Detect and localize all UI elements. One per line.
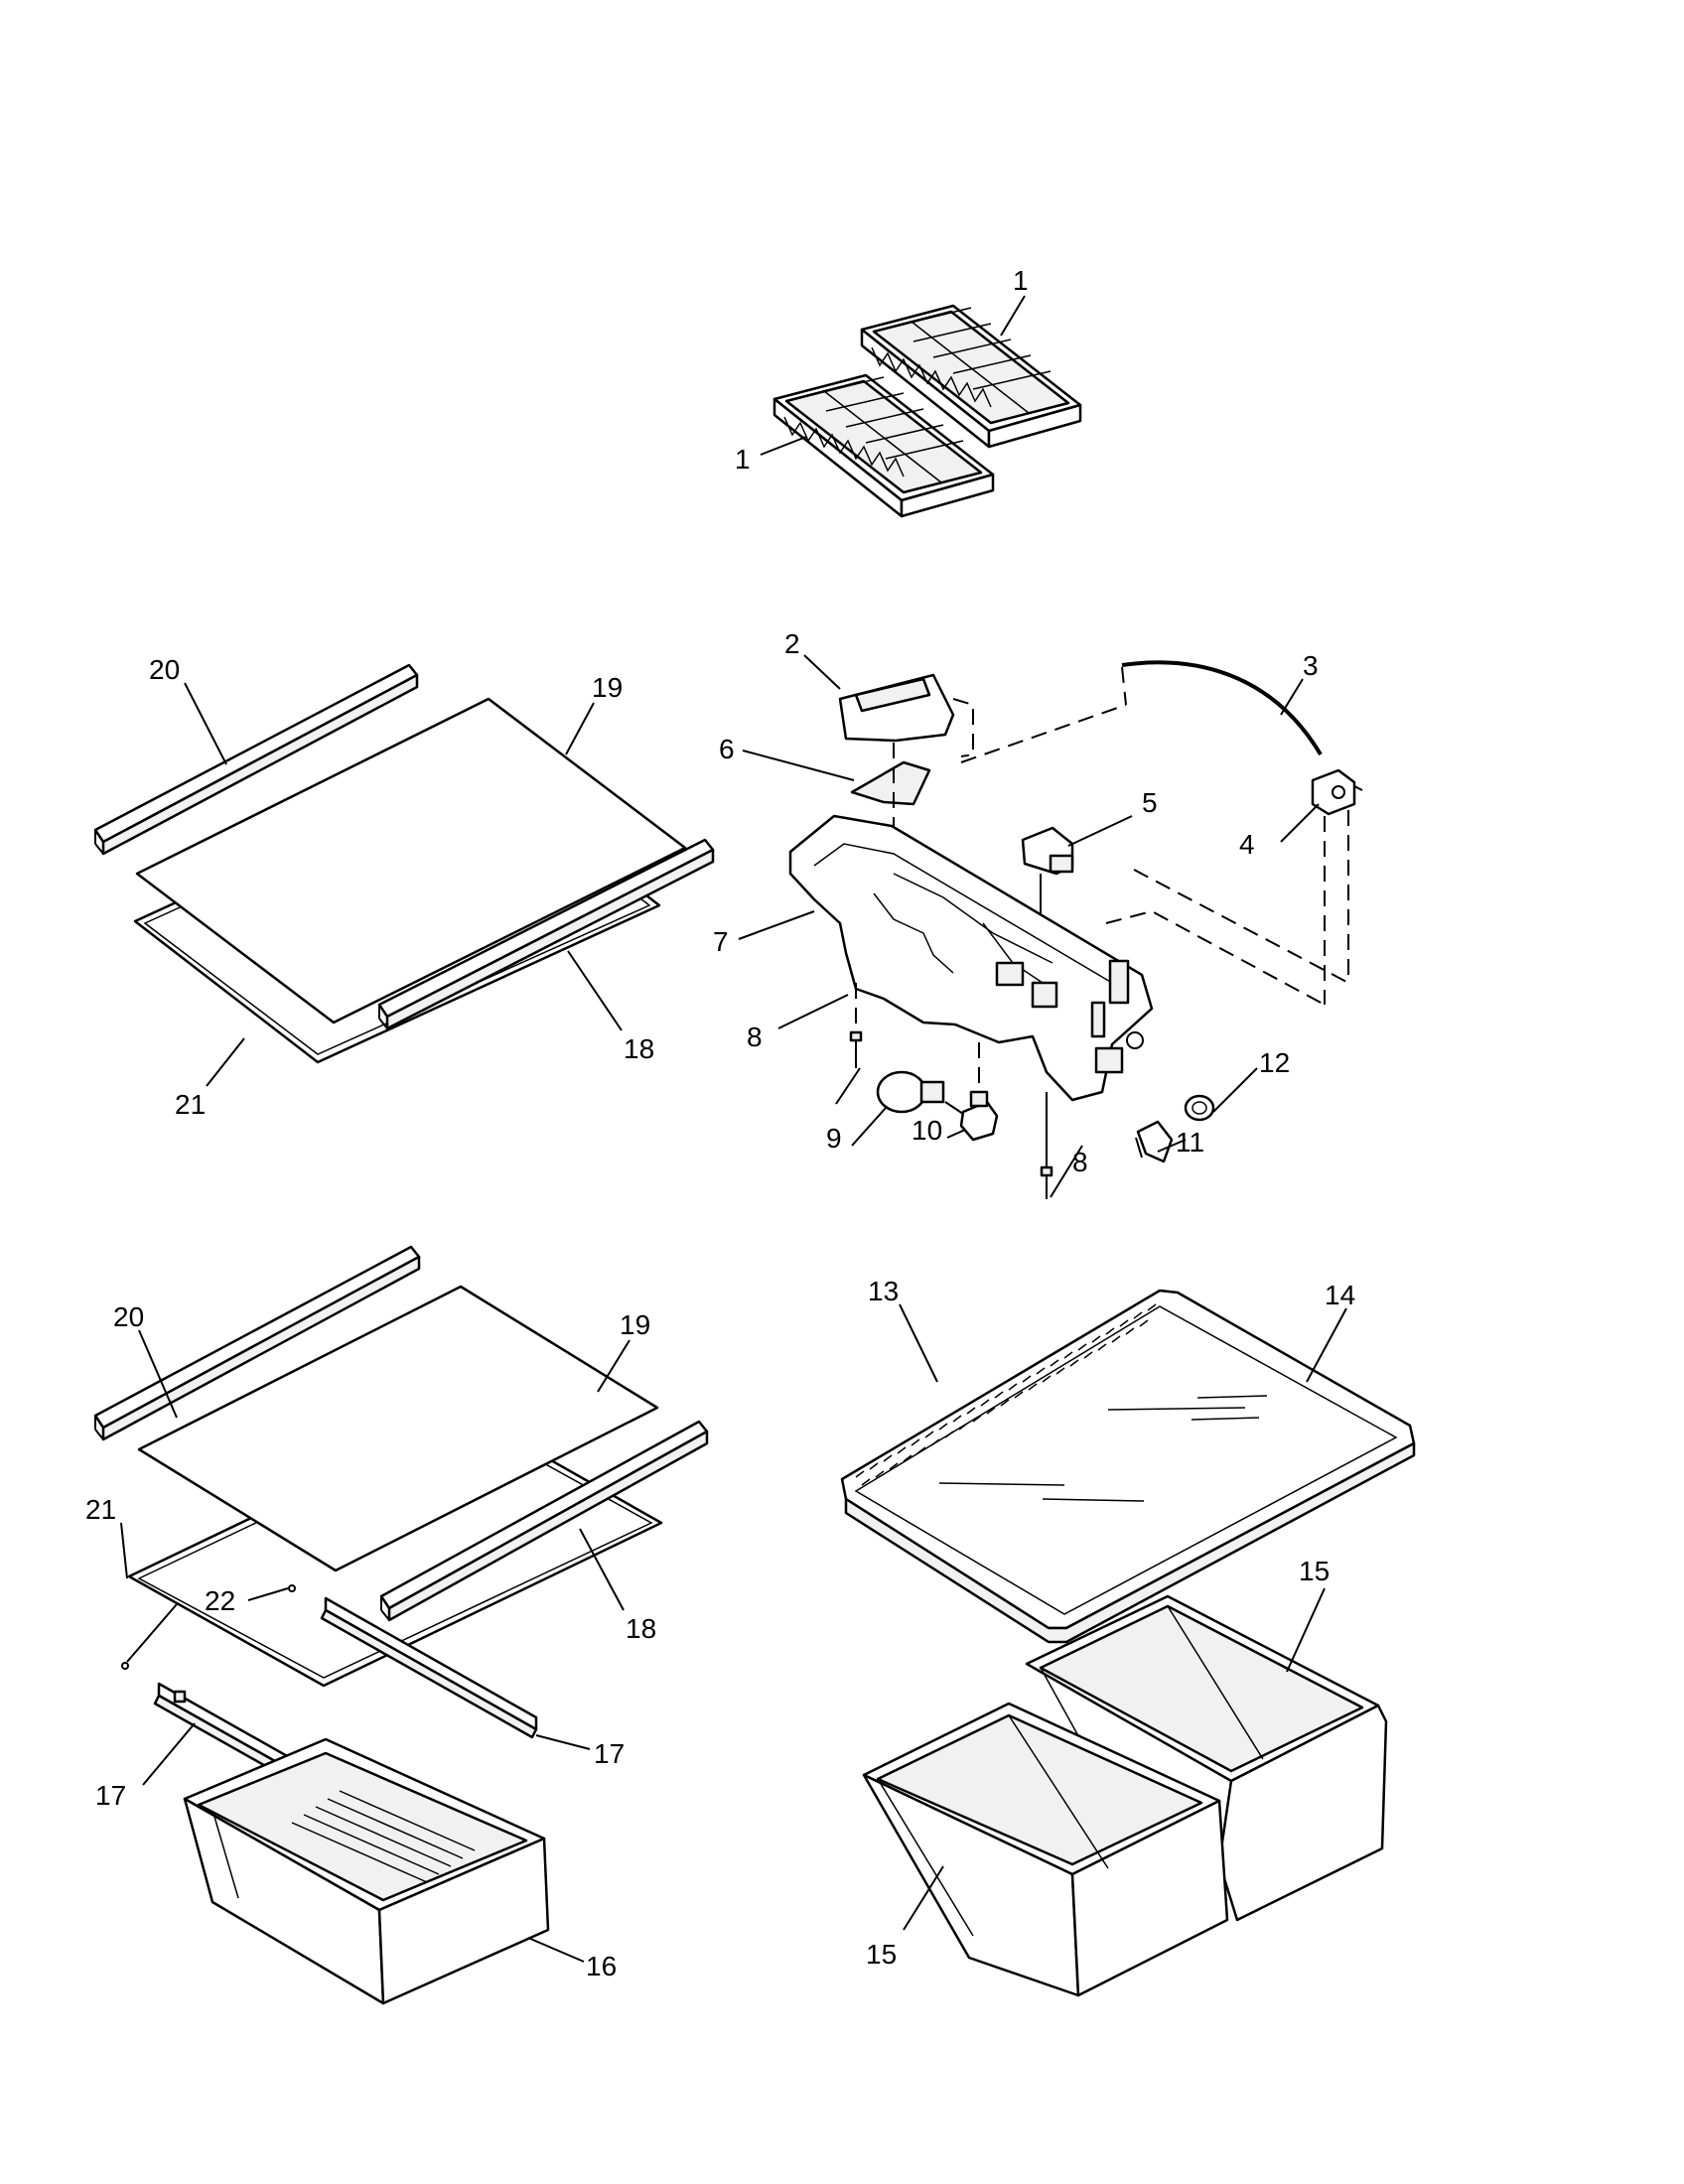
lower-shelf-assembly bbox=[93, 1245, 709, 2005]
label-switch: 4 bbox=[1239, 829, 1255, 860]
label-ice-tray-lower: 1 bbox=[735, 444, 751, 475]
label-shield: 6 bbox=[719, 734, 735, 764]
label-ice-tray-upper: 1 bbox=[1013, 265, 1029, 296]
label-wire-harness: 3 bbox=[1303, 650, 1319, 681]
label-damper: 11 bbox=[1176, 1127, 1204, 1158]
label-light-housing: 2 bbox=[784, 628, 800, 659]
label-pan-screw: 22 bbox=[205, 1585, 235, 1616]
label-shelf-frame-lower: 21 bbox=[85, 1494, 116, 1525]
label-trim-rear-lower: 20 bbox=[113, 1301, 144, 1332]
label-glass-shelf-upper: 19 bbox=[592, 672, 623, 703]
label-slide-right: 17 bbox=[594, 1738, 625, 1769]
label-slide-left: 17 bbox=[95, 1780, 126, 1811]
label-crisper-drawer-front: 15 bbox=[866, 1939, 897, 1970]
label-crisper-cover-frame: 13 bbox=[868, 1276, 899, 1306]
label-trim-rear-upper: 20 bbox=[149, 654, 180, 685]
label-meat-pan: 16 bbox=[586, 1951, 617, 1981]
label-glass-shelf-lower: 19 bbox=[620, 1309, 650, 1340]
label-crisper-drawer-rear: 15 bbox=[1299, 1556, 1330, 1586]
label-knob: 12 bbox=[1259, 1047, 1290, 1078]
label-bulb: 9 bbox=[826, 1123, 842, 1154]
control-assembly bbox=[788, 660, 1363, 1199]
label-control-housing: 7 bbox=[713, 926, 729, 957]
ice-tray-lower bbox=[772, 373, 995, 518]
label-shelf-frame-upper: 21 bbox=[175, 1089, 206, 1120]
upper-shelf-assembly bbox=[93, 663, 715, 1064]
ice-tray-upper bbox=[860, 304, 1082, 449]
label-trim-front-lower: 18 bbox=[626, 1613, 656, 1644]
label-trim-front-upper: 18 bbox=[624, 1033, 654, 1064]
crisper-assembly bbox=[840, 1289, 1416, 1997]
label-screw-right: 8 bbox=[1072, 1147, 1088, 1177]
label-control: 5 bbox=[1142, 787, 1158, 818]
label-crisper-cover-glass: 14 bbox=[1325, 1280, 1355, 1310]
label-screw-left: 8 bbox=[747, 1022, 763, 1052]
label-socket: 10 bbox=[912, 1115, 942, 1146]
